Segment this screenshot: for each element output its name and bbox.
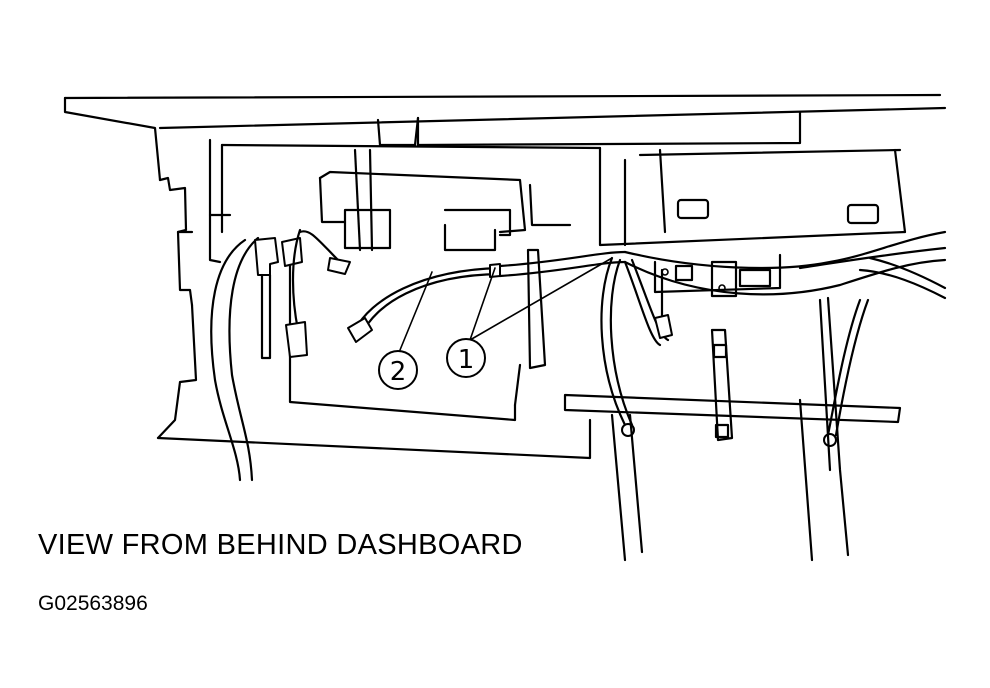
relay-bracket — [653, 253, 782, 298]
callout-2-label: 2 — [390, 357, 407, 387]
callout-1-label: 1 — [458, 345, 475, 375]
diagram-caption: VIEW FROM BEHIND DASHBOARD — [38, 529, 523, 561]
clip-straps — [526, 248, 734, 442]
right-module — [598, 146, 907, 247]
wire-item-2 — [347, 263, 502, 343]
figure-id: G02563896 — [38, 592, 148, 615]
dashboard-top-panel — [63, 93, 947, 182]
central-housing — [220, 143, 602, 252]
main-harness — [498, 230, 947, 300]
cross-bar — [563, 296, 902, 562]
left-bracket — [156, 138, 232, 440]
callout-leaders — [399, 257, 613, 351]
callout-2: 2 — [378, 350, 418, 390]
lower-panel — [156, 258, 592, 460]
callout-1: 1 — [446, 338, 486, 378]
left-harness — [210, 228, 351, 482]
